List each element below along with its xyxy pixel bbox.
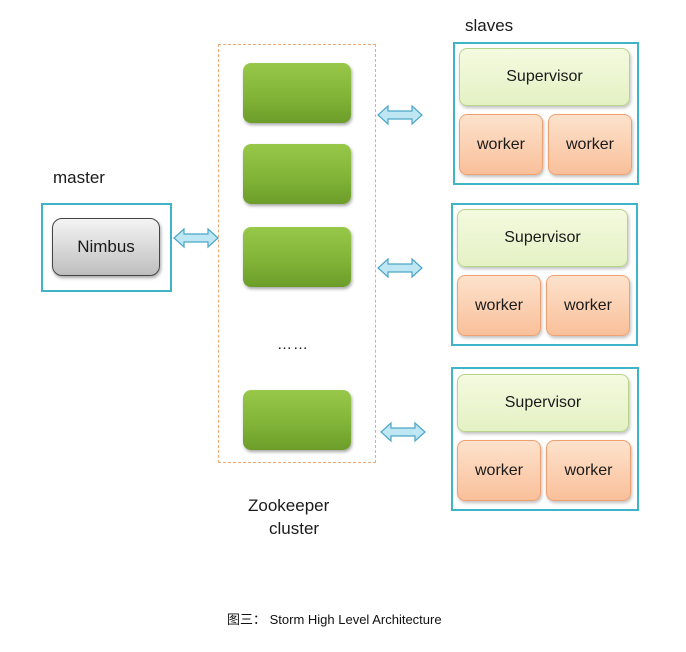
- nimbus-node: Nimbus: [52, 218, 160, 276]
- zookeeper-node: [243, 144, 351, 204]
- worker-box: worker: [548, 114, 632, 175]
- figure-caption: 图三： Storm High Level Architecture: [227, 612, 442, 627]
- zookeeper-label-line1: Zookeeper: [248, 496, 330, 515]
- double-arrow-icon: [377, 104, 423, 126]
- double-arrow-icon: [380, 421, 426, 443]
- zookeeper-node: [243, 227, 351, 287]
- slave-node-frame: [453, 42, 639, 185]
- zookeeper-node: [243, 63, 351, 123]
- master-label: master: [53, 168, 105, 187]
- supervisor-box: Supervisor: [457, 209, 628, 267]
- slave-node-frame: [451, 367, 639, 511]
- master-frame: [41, 203, 172, 292]
- worker-box: worker: [546, 275, 630, 336]
- zookeeper-node: [243, 390, 351, 450]
- worker-box: worker: [546, 440, 631, 501]
- slave-node-frame: [451, 203, 638, 346]
- zookeeper-cluster-frame: [218, 44, 376, 463]
- worker-box: worker: [457, 440, 541, 501]
- zookeeper-label-line2: cluster: [269, 519, 320, 538]
- supervisor-box: Supervisor: [459, 48, 630, 106]
- zookeeper-ellipsis: ……: [277, 336, 309, 353]
- double-arrow-icon: [377, 257, 423, 279]
- double-arrow-icon: [173, 227, 219, 249]
- supervisor-box: Supervisor: [457, 374, 629, 432]
- slaves-label: slaves: [465, 16, 514, 35]
- worker-box: worker: [459, 114, 543, 175]
- worker-box: worker: [457, 275, 541, 336]
